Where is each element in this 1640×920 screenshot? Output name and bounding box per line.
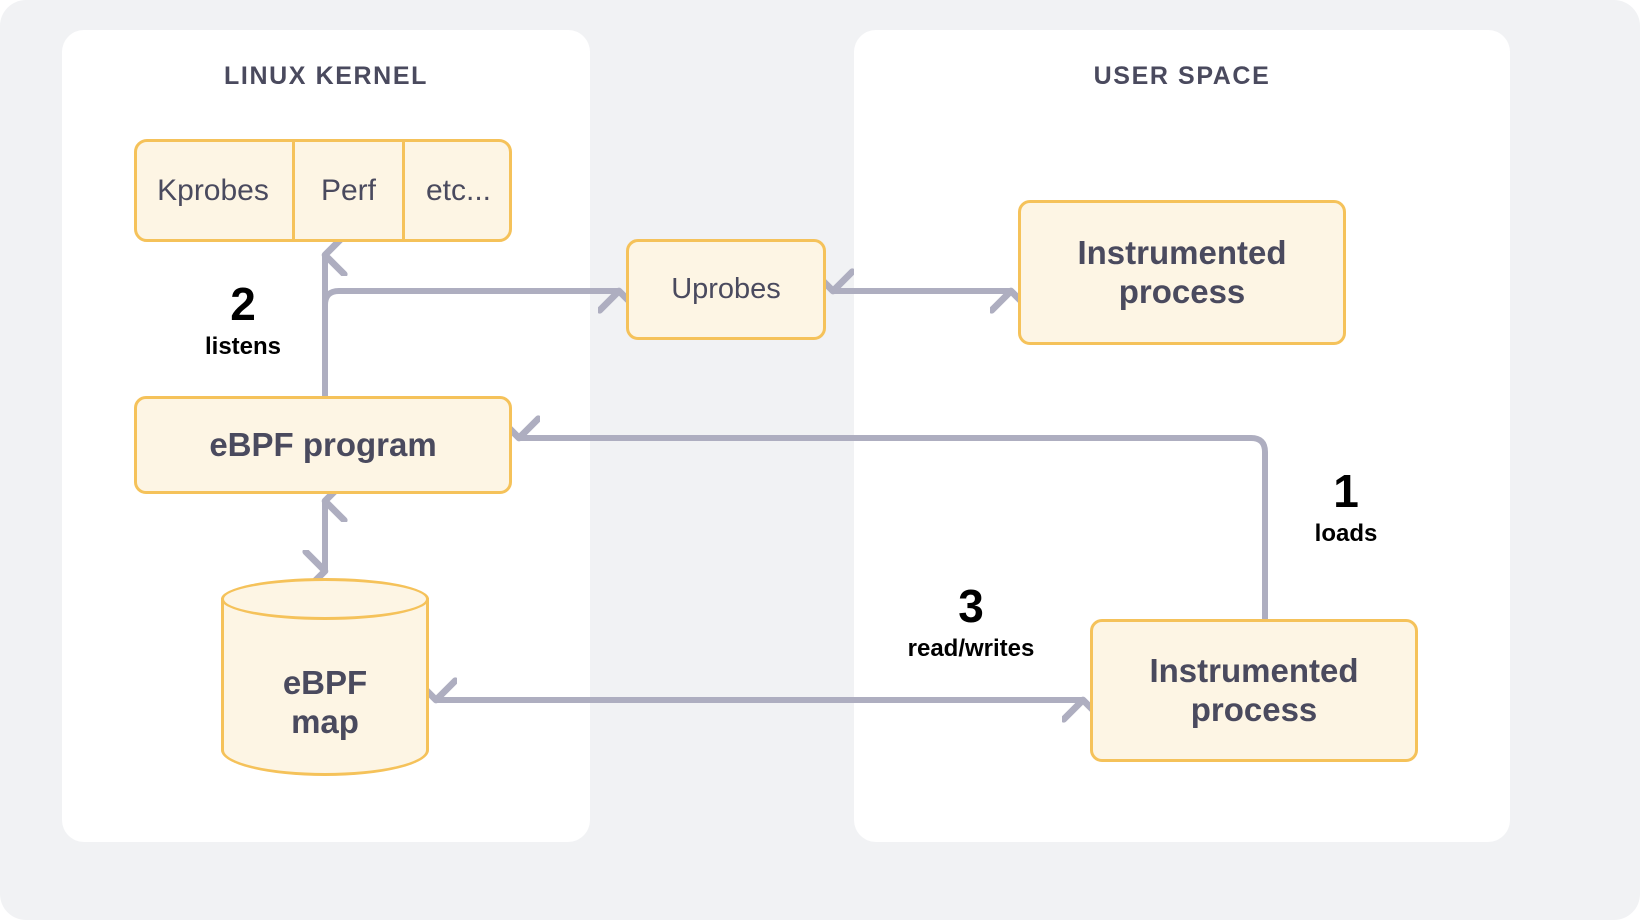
process-top-line1: Instrumented	[1077, 233, 1287, 271]
process-bottom-line2: process	[1190, 690, 1318, 728]
process-top-line2: process	[1118, 272, 1246, 310]
node-uprobes[interactable]: Uprobes	[626, 239, 826, 340]
node-ebpf-program[interactable]: eBPF program	[134, 396, 512, 494]
process-bottom-line1: Instrumented	[1149, 651, 1359, 689]
step-1-caption: loads	[1314, 520, 1378, 547]
probe-segment-kprobes[interactable]: Kprobes	[157, 173, 269, 207]
step-3-caption: read/writes	[907, 635, 1035, 662]
step-3-number: 3	[958, 580, 984, 632]
probe-segment-perf[interactable]: Perf	[292, 142, 402, 239]
step-2-number: 2	[230, 278, 256, 330]
cylinder-body	[221, 598, 429, 776]
step-label-2: 2 listens	[178, 281, 308, 361]
step-2-caption: listens	[204, 333, 282, 360]
step-label-1: 1 loads	[1276, 468, 1416, 548]
node-instrumented-process-bottom[interactable]: Instrumented process	[1090, 619, 1418, 762]
step-label-3: 3 read/writes	[876, 583, 1066, 663]
panel-title-linux-kernel: LINUX KERNEL	[224, 62, 428, 90]
ebpf-map-label: eBPF map	[282, 664, 368, 740]
node-probe-bar[interactable]: Kprobes Perf etc...	[134, 139, 512, 242]
cylinder-top-ellipse	[221, 578, 429, 620]
step-1-number: 1	[1333, 465, 1359, 517]
panel-title-user-space: USER SPACE	[1093, 62, 1271, 90]
node-instrumented-process-top[interactable]: Instrumented process	[1018, 200, 1346, 345]
node-ebpf-map[interactable]: eBPF map	[221, 578, 429, 796]
probe-segment-etc[interactable]: etc...	[402, 142, 509, 239]
